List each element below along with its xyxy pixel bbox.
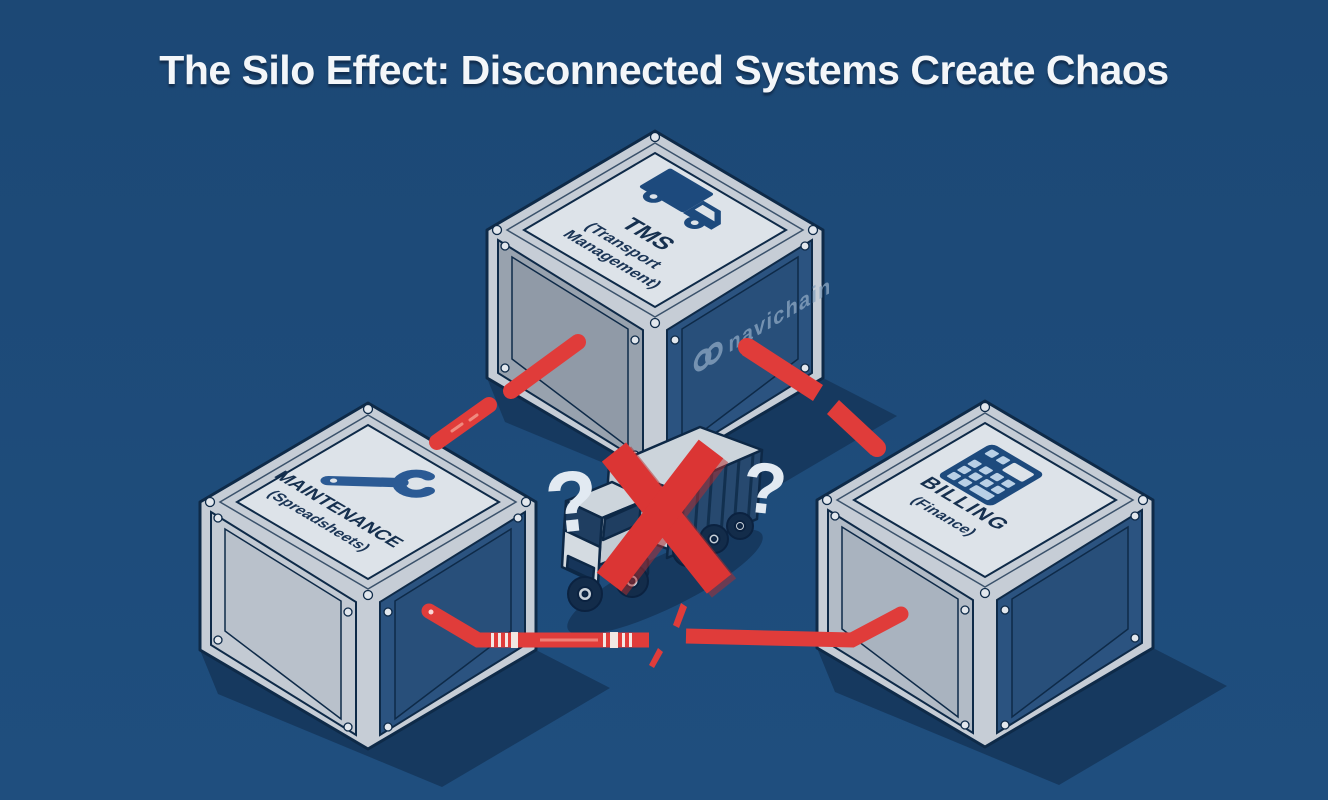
maintenance-box: MAINTENANCE (Spreadsheets) bbox=[200, 403, 536, 749]
broken-link-maintenance-tms bbox=[429, 334, 586, 450]
billing-box: BILLING (Finance) bbox=[817, 401, 1153, 747]
break-slash-marks bbox=[649, 603, 687, 668]
truck-icon bbox=[639, 168, 721, 230]
cable-connector-ticks bbox=[491, 632, 632, 648]
wrench-icon bbox=[320, 469, 435, 498]
calculator-icon bbox=[939, 444, 1043, 506]
question-mark-right: ? bbox=[738, 447, 790, 531]
question-mark-left: ? bbox=[541, 452, 603, 553]
chain-link-icon bbox=[693, 341, 723, 372]
broken-link-tms-billing bbox=[738, 338, 886, 457]
broken-link-maintenance-billing bbox=[421, 603, 909, 668]
tms-box: TMS (Transport Management) bbox=[487, 131, 823, 477]
red-x-icon bbox=[596, 439, 737, 598]
page-title: The Silo Effect: Disconnected Systems Cr… bbox=[159, 47, 1168, 93]
